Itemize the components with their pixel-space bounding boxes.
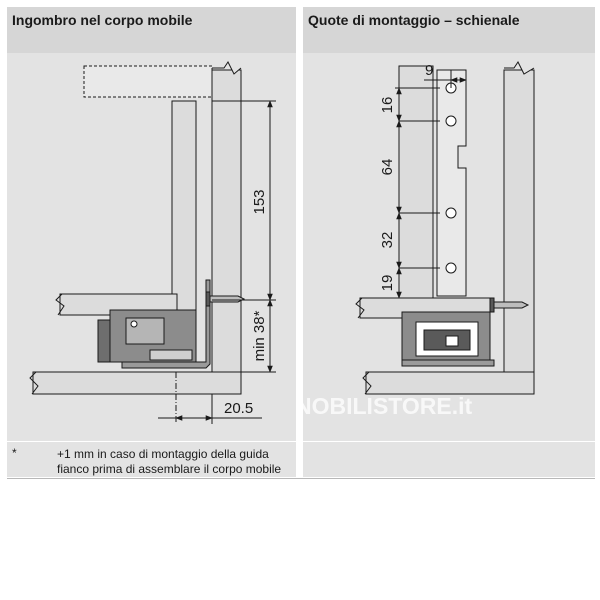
bracket-hole (445, 207, 457, 219)
dim-label-16: 16 (379, 97, 396, 114)
cabinet-side-wall (211, 69, 242, 373)
dim-label-19: 19 (379, 275, 396, 292)
right-drawing (355, 61, 535, 395)
dim-label-min-38: min 38* (251, 310, 268, 361)
dim-label-20-5: 20.5 (224, 400, 253, 417)
cabinet-bottom-right (365, 371, 535, 395)
screw-right (491, 301, 530, 309)
footnote-marker: * (12, 446, 17, 460)
footnote-row-left (7, 441, 296, 477)
footnote-divider (7, 478, 595, 479)
dashed-top-panel (83, 65, 213, 98)
dim-label-32: 32 (379, 232, 396, 249)
watermark: NOBILISTORE.it (295, 393, 473, 419)
dim-label-153: 153 (251, 189, 268, 214)
footnote-text: +1 mm in caso di montaggio della guida f… (57, 447, 282, 476)
drawer-back-panel (171, 100, 197, 313)
left-drawing (29, 61, 276, 424)
footnote-row-right (303, 441, 595, 477)
right-panel-title: Quote di montaggio – schienale (308, 12, 520, 28)
bracket-hole (445, 262, 457, 274)
back-bracket (436, 69, 467, 297)
left-panel-title: Ingombro nel corpo mobile (12, 12, 193, 28)
right-panel-header: Quote di montaggio – schienale (303, 7, 595, 53)
left-panel-header: Ingombro nel corpo mobile (7, 7, 296, 53)
cabinet-side-wall-right (503, 69, 535, 373)
bracket-hole (445, 115, 457, 127)
screw (207, 295, 246, 303)
back-panel (398, 65, 434, 299)
dim-label-64: 64 (379, 159, 396, 176)
cabinet-bottom (32, 371, 242, 395)
dim-label-9: 9 (425, 62, 433, 79)
